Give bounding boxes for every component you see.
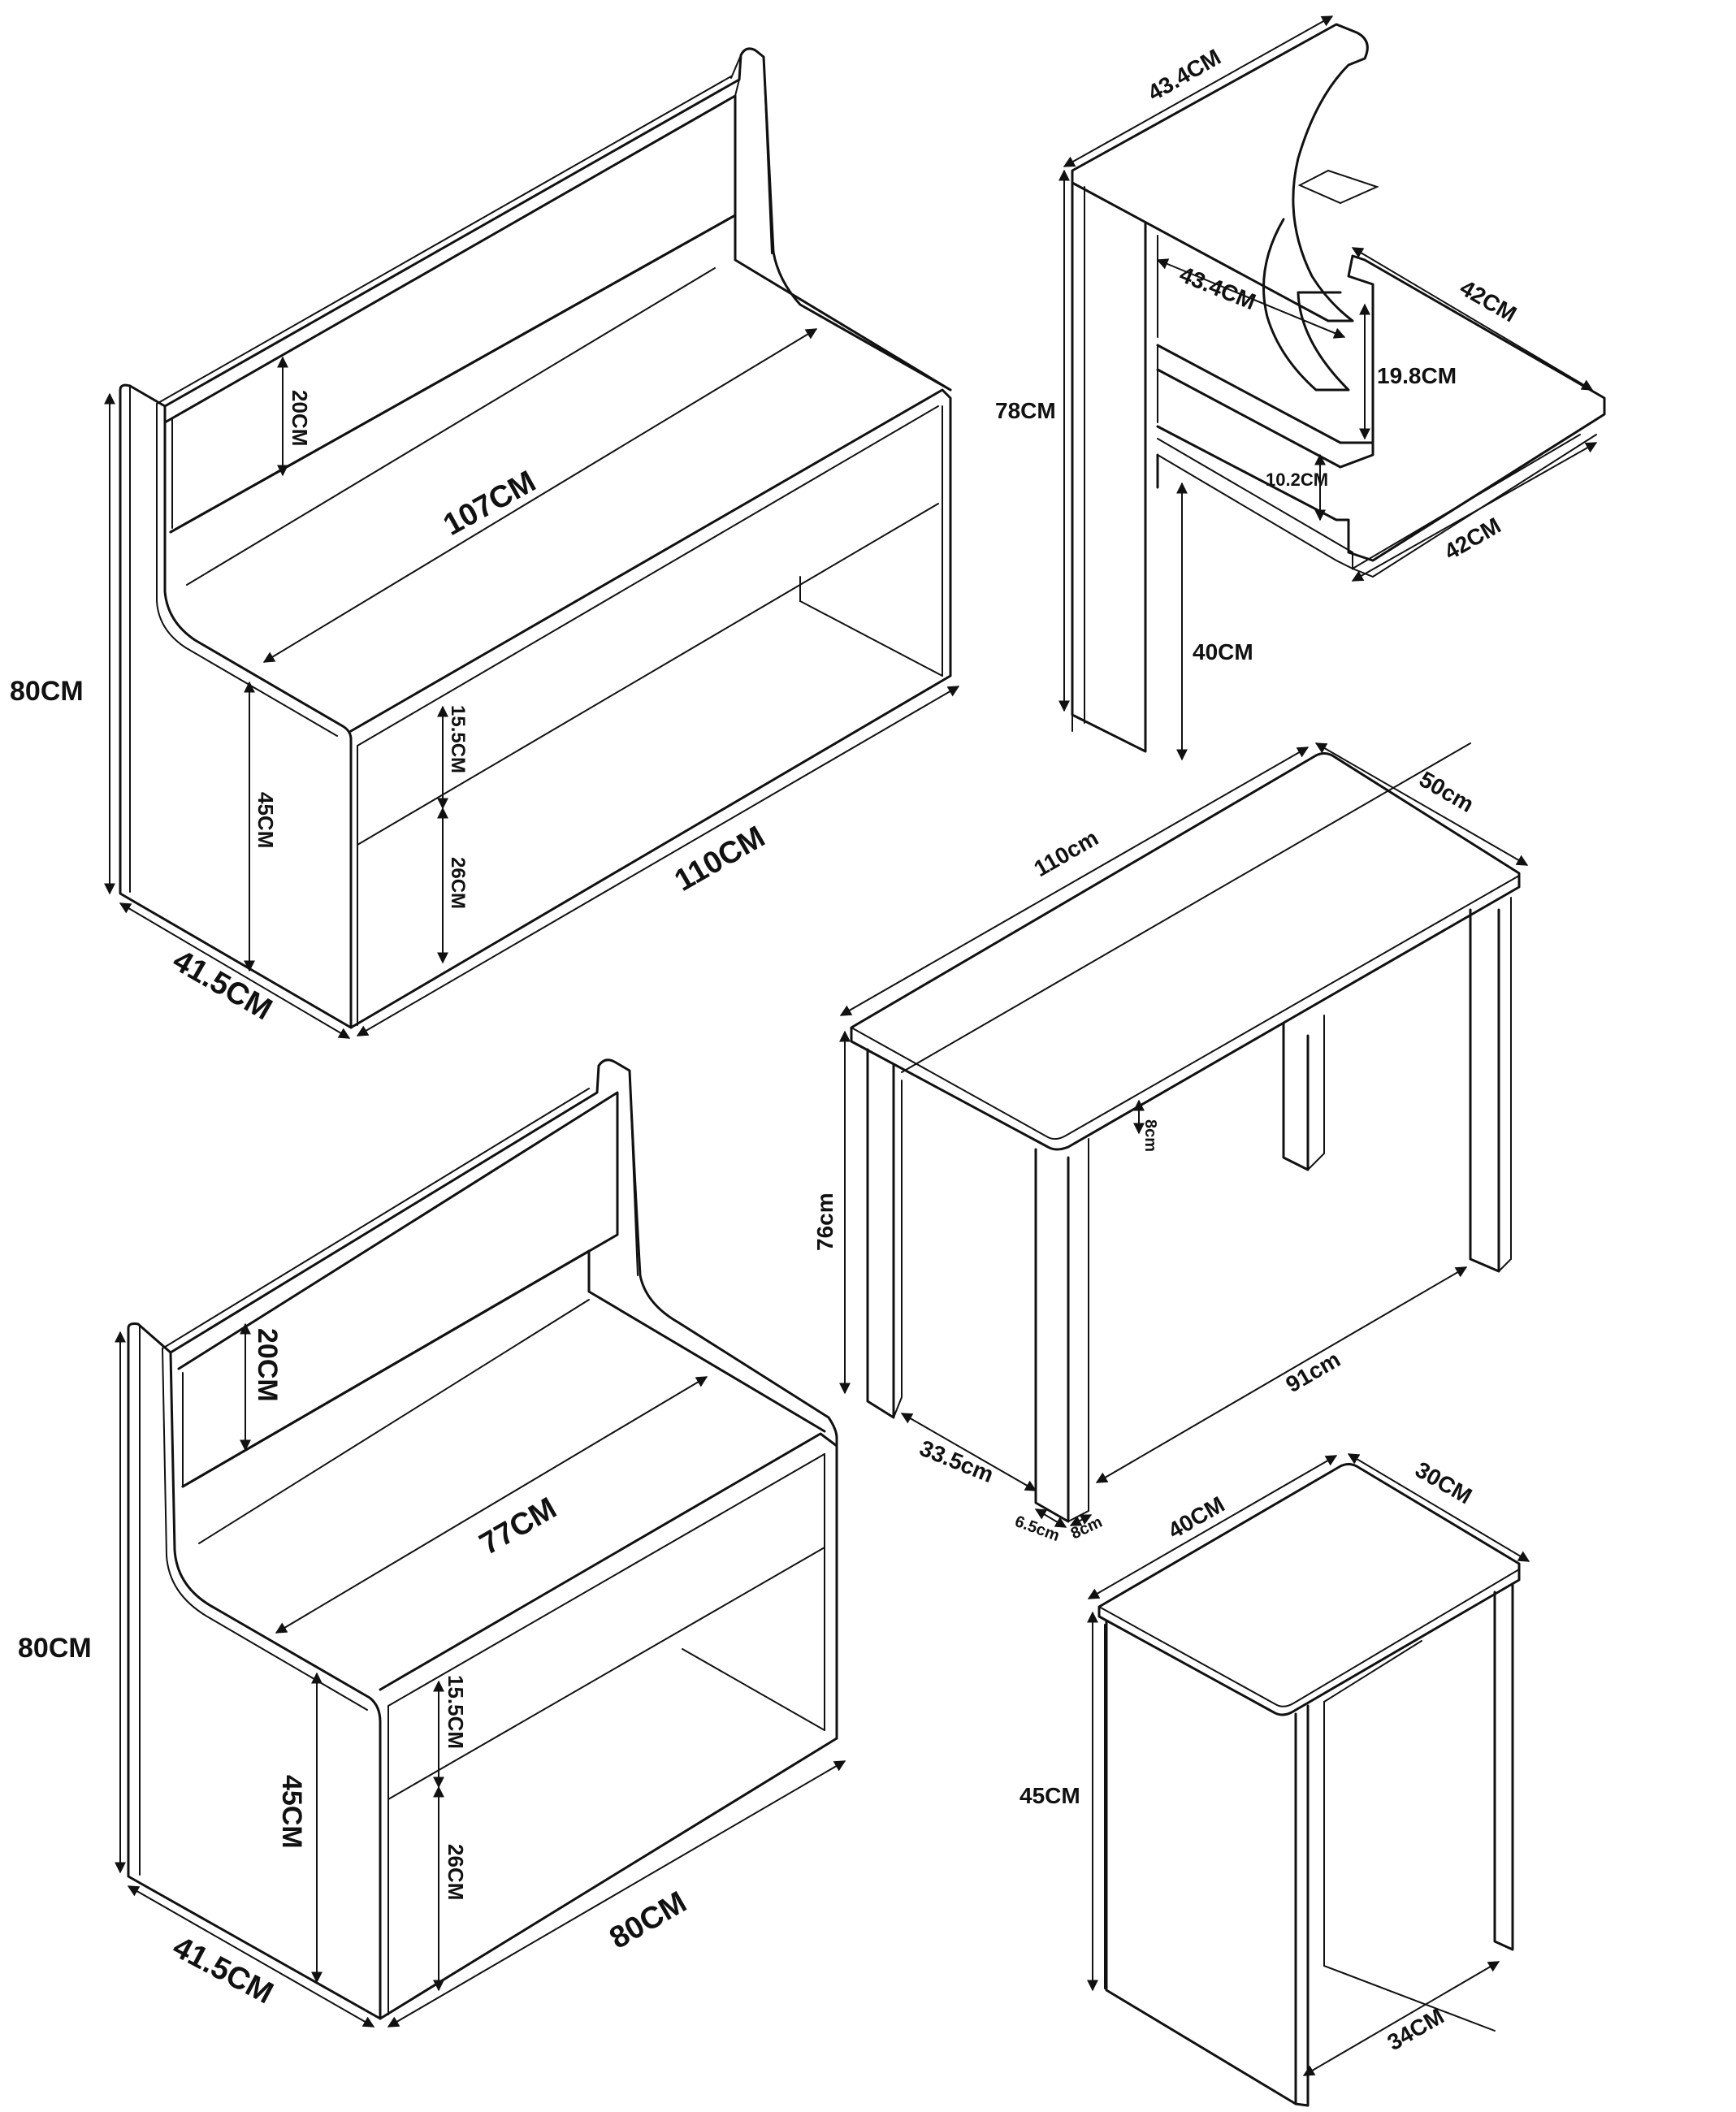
table-leg-rear-right bbox=[1469, 908, 1500, 1273]
bench-small-backrest bbox=[169, 1058, 838, 1740]
bench-large-backrest bbox=[163, 47, 952, 408]
table-leg-width-label: 8cm bbox=[1068, 1513, 1106, 1543]
table-leg-front-right bbox=[1034, 1148, 1070, 1523]
table-height-label: 76cm bbox=[812, 1192, 838, 1251]
corner-shelf-total-height-label: 78CM bbox=[995, 398, 1056, 423]
bench-large-total-height-label: 80CM bbox=[10, 676, 84, 707]
bench-small-depth-label: 41.5CM bbox=[167, 1930, 279, 2011]
bench-large-back-panel-label: 20CM bbox=[288, 390, 312, 446]
table-leg-rear-left bbox=[1282, 1022, 1310, 1171]
bench-large: 20CM 107CM 80CM 45CM 15.5CM 26CM 110CM 4… bbox=[10, 47, 960, 1039]
bench-large-back-panel bbox=[163, 94, 737, 534]
table-length-label: 110cm bbox=[1030, 825, 1103, 882]
corner-shelf: 43.4CM 43.4CM 42CM 42CM 19.8CM 10.2CM 78… bbox=[995, 15, 1606, 761]
corner-shelf-inner-width-label: 43.4CM bbox=[1176, 262, 1260, 314]
bench-small-seat-depth-label: 77CM bbox=[474, 1491, 563, 1562]
table-leg-front-left bbox=[866, 1048, 895, 1419]
bench-small-front-lower-label: 26CM bbox=[444, 1844, 468, 1900]
corner-shelf-lower-gap-label: 10.2CM bbox=[1266, 470, 1328, 490]
stool-height-label: 45CM bbox=[1020, 1783, 1080, 1808]
stool-side-right bbox=[1294, 1704, 1310, 2107]
bench-small-total-height-label: 80CM bbox=[18, 1633, 92, 1664]
bench-small-seat-height-label: 45CM bbox=[276, 1775, 307, 1849]
bench-small-back-panel-label: 20CM bbox=[252, 1328, 283, 1402]
table-leg-offset-label: 6.5cm bbox=[1012, 1513, 1062, 1545]
corner-shelf-middle bbox=[1156, 344, 1375, 469]
bench-small-width-label: 80CM bbox=[604, 1885, 693, 1956]
stool-side-left bbox=[1105, 1619, 1297, 2106]
table-apron-label: 8cm bbox=[1141, 1119, 1159, 1152]
corner-shelf-top-width-label: 43.4CM bbox=[1144, 44, 1225, 106]
corner-shelf-shelf-gap-label: 19.8CM bbox=[1377, 363, 1457, 388]
table-inner-width-label: 33.5cm bbox=[916, 1435, 998, 1487]
bench-large-front-board bbox=[349, 388, 952, 1029]
bench-large-front-upper-label: 15.5CM bbox=[447, 705, 469, 773]
bench-large-seat-height-label: 45CM bbox=[253, 792, 278, 848]
stool: 40CM 30CM 45CM 34CM bbox=[1020, 1453, 1530, 2107]
stool-leg-rear bbox=[1493, 1582, 1514, 1951]
table: 110cm 50cm 76cm 8cm 91cm 33.5cm 6.5cm 8c… bbox=[812, 742, 1529, 1545]
bench-small-seat-top bbox=[181, 1249, 826, 1488]
table-width-label: 50cm bbox=[1415, 766, 1478, 817]
bench-small-front-upper-label: 15.5CM bbox=[444, 1675, 468, 1749]
bench-small-side-panel bbox=[127, 1322, 382, 2020]
stool-depth-label: 30CM bbox=[1411, 1456, 1476, 1508]
corner-shelf-bottom-depth-label: 42CM bbox=[1440, 513, 1505, 565]
table-inner-length-label: 91cm bbox=[1282, 1347, 1345, 1398]
bench-small: 20CM 77CM 80CM 45CM 15.5CM 26CM 80CM 41.… bbox=[18, 1058, 846, 2028]
bench-large-seat-top bbox=[169, 214, 952, 534]
corner-shelf-post bbox=[1071, 181, 1147, 753]
corner-shelf-lower-height-label: 40CM bbox=[1193, 639, 1253, 664]
bench-large-side-panel bbox=[119, 383, 353, 1029]
bench-large-front-lower-label: 26CM bbox=[447, 857, 469, 909]
